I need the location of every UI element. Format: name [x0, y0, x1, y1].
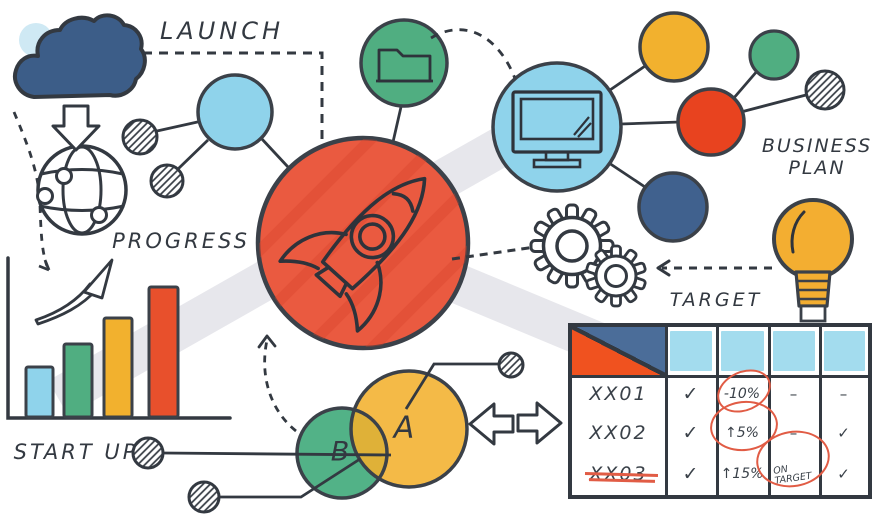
dashed-flow-left	[12, 111, 51, 272]
target-table: XX01 ✓ -10% – – XX02 ✓ ↑5% – ✓ XX03 ✓ ↑1…	[568, 323, 872, 499]
launch-label: LAUNCH	[159, 17, 285, 45]
compare-arrows-icon	[468, 401, 563, 446]
venn-a-label: A	[393, 410, 415, 446]
hatched-node-icon	[187, 480, 221, 514]
table-header-cell	[773, 331, 815, 371]
left-node-cluster	[121, 73, 290, 199]
bar-red	[147, 285, 180, 419]
monitor-node	[491, 61, 623, 193]
rocket-icon	[278, 176, 427, 333]
table-divider	[768, 327, 771, 495]
globe-network-icon	[36, 144, 128, 236]
business-plan-line1: BUSINESS	[761, 135, 873, 157]
row-id: XX01	[589, 383, 648, 405]
table-divider	[665, 327, 668, 495]
bar-green	[62, 342, 94, 419]
target-table-grid: XX01 ✓ -10% – – XX02 ✓ ↑5% – ✓ XX03 ✓ ↑1…	[572, 327, 868, 495]
growth-arrow-icon	[34, 258, 114, 326]
target-label: TARGET	[669, 289, 763, 311]
table-row: XX01 ✓ -10% – –	[572, 375, 868, 413]
venn-b-label: B	[330, 436, 350, 468]
table-header-underline	[572, 375, 868, 378]
monitor-icon	[511, 90, 603, 169]
hatched-node-icon	[121, 118, 159, 156]
gears-icon	[529, 203, 647, 308]
table-divider	[819, 327, 822, 495]
hatched-node-icon	[131, 436, 165, 470]
dash-value: –	[789, 385, 798, 403]
cloud-icon	[13, 13, 147, 99]
blue-node	[196, 73, 274, 151]
folder-node	[359, 18, 519, 143]
navy-node	[637, 171, 709, 243]
green-node	[748, 29, 800, 81]
bar-blue	[24, 365, 55, 419]
pct-value: -10%	[723, 386, 761, 402]
bar-chart-icon	[6, 256, 232, 420]
hatched-node-icon	[804, 69, 846, 111]
monitor-cluster	[491, 11, 846, 243]
dash-value: –	[789, 424, 798, 442]
bar-yellow	[102, 316, 134, 419]
pct-value: ↑5%	[725, 425, 759, 441]
table-corner-cell	[572, 327, 665, 375]
folder-icon	[376, 48, 433, 83]
venn-diagram-icon	[131, 334, 525, 514]
download-arrow-icon	[51, 104, 101, 152]
lightbulb-icon	[656, 198, 854, 323]
row-id: XX02	[589, 422, 648, 444]
dashed-link-venn-rocket	[263, 339, 297, 433]
venn-circle-a	[351, 371, 467, 487]
check-mark: ✓	[682, 383, 699, 405]
table-divider	[716, 327, 719, 495]
hatched-node-icon	[497, 351, 525, 379]
red-node	[676, 87, 746, 157]
hatched-node-icon	[149, 163, 185, 199]
table-header-cell	[670, 331, 712, 371]
business-plan-label: BUSINESS PLAN	[762, 135, 872, 179]
pct-value: ↑15%	[720, 466, 764, 482]
check-mark: ✓	[837, 424, 850, 442]
dash-value: –	[839, 385, 848, 403]
table-row: XX02 ✓ ↑5% – ✓	[572, 413, 868, 453]
table-header-cell	[824, 331, 865, 371]
check-mark: ✓	[682, 422, 699, 444]
check-mark: ✓	[682, 463, 699, 485]
progress-label: PROGRESS	[112, 229, 250, 253]
yellow-node	[638, 11, 710, 83]
startup-label: START UP	[13, 440, 139, 464]
business-plan-line2: PLAN	[788, 157, 846, 179]
dashed-launch-path	[143, 51, 324, 141]
dashed-link-folder-monitor	[430, 28, 519, 85]
rocket-node	[255, 135, 536, 351]
check-mark: ✓	[837, 465, 850, 483]
table-header-cell	[721, 331, 764, 371]
